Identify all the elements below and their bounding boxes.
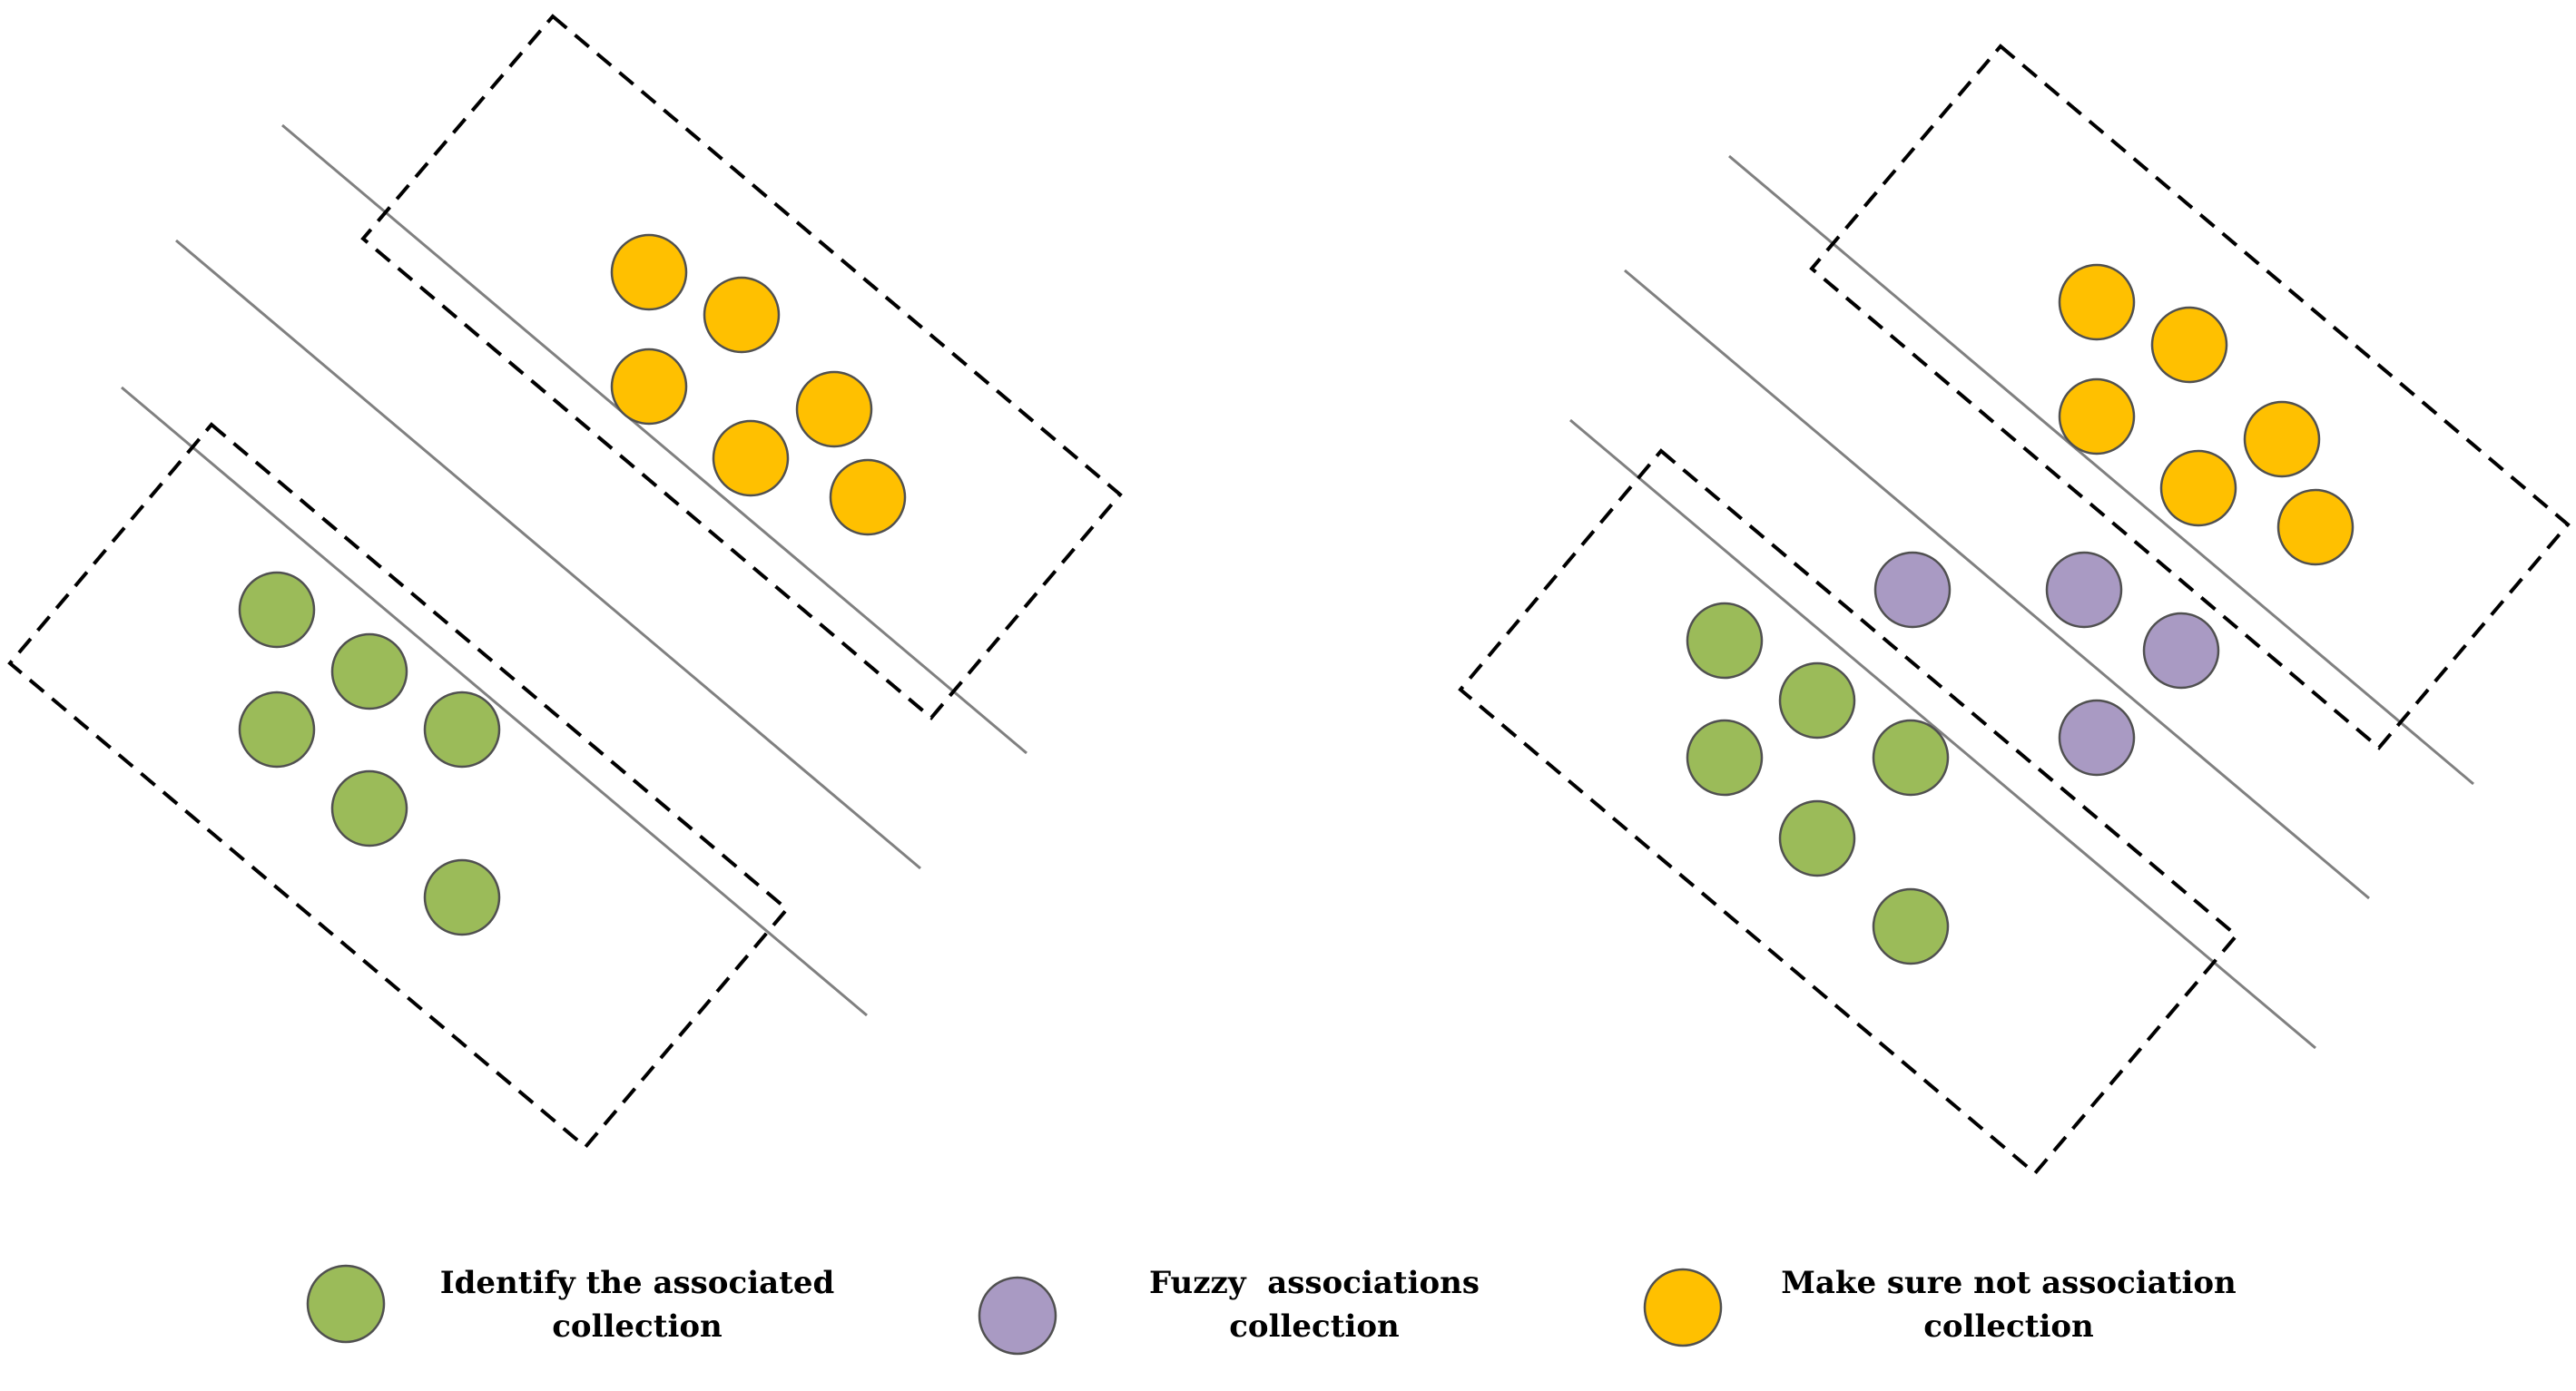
green-region-box [7,422,790,1150]
green-node [1778,799,1856,877]
orange-region-box [1809,44,2571,750]
lower-margin-line [1569,418,2316,1050]
left-panel [7,14,1123,1150]
orange-node [2243,400,2321,478]
orange-node [703,276,781,354]
purple-node [2058,699,2136,777]
legend-label-line2: collection [1229,1308,1400,1345]
green-node [1872,719,1950,797]
green-region-box [1458,448,2239,1176]
orange-node [610,233,688,311]
legend-label-line1: Identify the associated [440,1265,835,1301]
legend-item-purple: Fuzzy associations collection [978,1265,1480,1356]
upper-margin-line [1728,154,2474,786]
legend-label-line1: Fuzzy associations [1149,1265,1480,1301]
upper-margin-line [281,123,1027,755]
hyperplane-line [1624,269,2370,900]
right-panel [1458,44,2571,1176]
legend-label-line2: collection [1923,1308,2094,1345]
purple-node [1873,551,1952,629]
orange-node [829,458,907,536]
orange-node [2159,449,2237,527]
purple-node [2142,612,2220,690]
purple-node [2045,551,2123,629]
green-node [423,858,501,936]
orange-region-box [360,14,1123,720]
orange-node [2058,377,2136,456]
orange-node [795,370,873,448]
green-node [1778,661,1856,740]
legend-swatch-purple [978,1276,1057,1356]
green-cluster [238,571,501,936]
green-node [238,571,316,649]
green-cluster [1686,602,1950,965]
legend-label-line1: Make sure not association [1781,1265,2237,1301]
purple-cluster [1873,551,2220,777]
orange-node [2058,263,2136,341]
legend-swatch-green [306,1264,386,1344]
legend-item-orange: Make sure not association collection [1643,1265,2237,1347]
legend-swatch-orange [1643,1268,1723,1347]
orange-cluster [610,233,907,536]
orange-node [610,348,688,426]
green-node [1686,719,1764,797]
hyperplane-line [175,239,921,870]
orange-node [712,419,790,497]
legend-label-line2: collection [552,1308,723,1345]
legend: Identify the associated collection Fuzzy… [306,1264,2237,1356]
green-node [330,769,408,847]
orange-cluster [2058,263,2355,566]
legend-item-green: Identify the associated collection [306,1264,835,1345]
green-node [330,632,408,710]
green-node [423,691,501,769]
orange-node [2276,488,2355,566]
orange-node [2150,306,2228,384]
lower-margin-line [121,386,868,1017]
green-node [1686,602,1764,680]
green-node [238,691,316,769]
green-node [1872,887,1950,965]
